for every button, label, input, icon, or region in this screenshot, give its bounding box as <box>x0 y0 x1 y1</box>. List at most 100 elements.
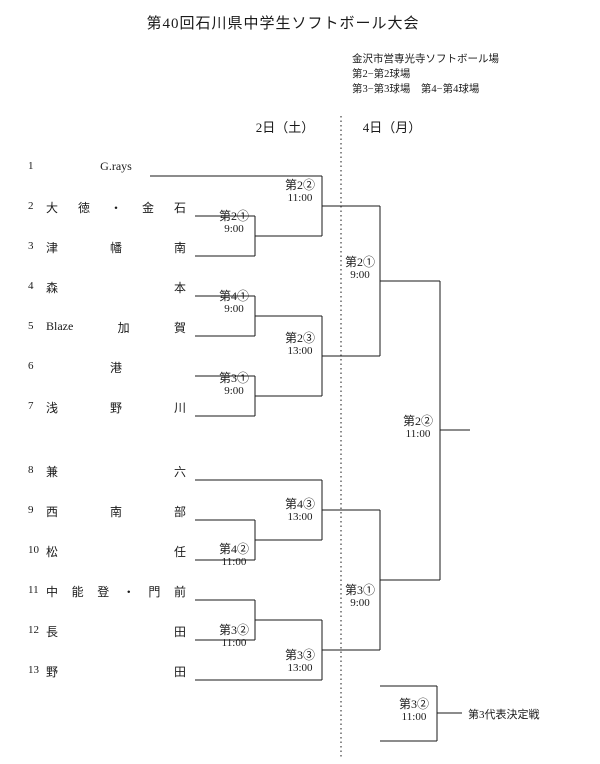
match-label: 第2② 11:00 <box>278 179 322 205</box>
team-row-2: 2 大徳・金石 <box>0 199 200 215</box>
match-label: 第4② 11:00 <box>212 543 256 569</box>
team-row-4: 4 森本 <box>0 279 200 295</box>
match-connector-d2-3-1 <box>195 375 322 417</box>
team-row-1: 1 G.rays <box>0 159 200 174</box>
team-number: 11 <box>28 584 39 596</box>
team-number: 13 <box>28 664 39 676</box>
match-time: 9:00 <box>224 385 244 397</box>
team-number: 5 <box>28 320 34 332</box>
match-time: 11:00 <box>401 711 427 723</box>
match-name: 第4③ <box>284 497 315 511</box>
team-name: 野田 <box>46 665 186 679</box>
match-time: 13:00 <box>287 345 313 357</box>
match-connector-d2-2-1 <box>195 215 322 257</box>
match-label: 第2② 11:00 <box>396 415 440 441</box>
team-number: 6 <box>28 360 34 372</box>
match-name: 第4② <box>218 542 249 556</box>
match-time: 13:00 <box>287 662 313 674</box>
match-label: 第2③ 13:00 <box>278 332 322 358</box>
match-label: 第3① 9:00 <box>212 372 256 398</box>
team-number: 1 <box>28 160 34 172</box>
team-number: 3 <box>28 240 34 252</box>
match-name: 第2① <box>344 255 375 269</box>
match-name: 第3① <box>218 371 249 385</box>
team-row-8: 8 兼六 <box>0 463 200 479</box>
match-connector-d2-3-2 <box>195 599 322 641</box>
match-connector-third-place <box>380 685 462 742</box>
match-label: 第3② 11:00 <box>392 698 436 724</box>
team-name: 中能登・門前 <box>46 585 186 599</box>
day2-header: 2日（土） <box>255 120 315 135</box>
match-time: 9:00 <box>350 597 370 609</box>
match-connector-d2-4-1 <box>195 295 322 337</box>
team-number: 4 <box>28 280 34 292</box>
team-number: 9 <box>28 504 34 516</box>
team-row-12: 12 長田 <box>0 623 200 639</box>
team-name: 森本 <box>46 281 186 295</box>
match-label: 第2① 9:00 <box>212 210 256 236</box>
team-number: 7 <box>28 400 34 412</box>
match-name: 第4① <box>218 289 249 303</box>
match-time: 13:00 <box>287 511 313 523</box>
team-number: 10 <box>28 544 39 556</box>
match-label: 第4① 9:00 <box>212 290 256 316</box>
venue-line-2: 第2−第2球場 <box>352 69 411 80</box>
team-name: 浅野川 <box>46 401 186 415</box>
team-name: 長田 <box>46 625 186 639</box>
team-name: 津幡南 <box>46 241 186 255</box>
team-name: 松任 <box>46 545 186 559</box>
match-time: 11:00 <box>405 428 431 440</box>
match-label: 第3② 11:00 <box>212 624 256 650</box>
match-name: 第2③ <box>284 331 315 345</box>
team-number: 2 <box>28 200 34 212</box>
match-connector-d4-2-1 <box>379 206 440 356</box>
venue-line-3: 第3−第3球場 第4−第4球場 <box>352 84 480 95</box>
match-label: 第3① 9:00 <box>338 584 382 610</box>
match-connector-d2-2-3 <box>321 316 380 396</box>
match-time: 9:00 <box>224 223 244 235</box>
team-name: G.rays <box>100 159 132 173</box>
match-connector-d2-4-3 <box>195 479 380 540</box>
team-number: 12 <box>28 624 39 636</box>
match-time: 11:00 <box>221 556 247 568</box>
team-name: 西南部 <box>46 505 186 519</box>
venue-info: 金沢市営専光寺ソフトボール場 第2−第2球場 第3−第3球場 第4−第4球場 <box>352 52 499 97</box>
match-label: 第4③ 13:00 <box>278 498 322 524</box>
match-connector-d2-3-3 <box>195 620 380 681</box>
match-connector-d2-2-2 <box>150 175 380 236</box>
match-name: 第3① <box>344 583 375 597</box>
match-name: 第2① <box>218 209 249 223</box>
match-time: 9:00 <box>224 303 244 315</box>
match-name: 第2② <box>284 178 315 192</box>
venue-line-1: 金沢市営専光寺ソフトボール場 <box>352 54 499 65</box>
match-time: 11:00 <box>287 192 313 204</box>
match-time: 11:00 <box>221 637 247 649</box>
match-connector-d4-3-1 <box>379 510 440 650</box>
match-name: 第3② <box>218 623 249 637</box>
third-place-decider-label: 第3代表決定戦 <box>468 709 540 721</box>
team-row-9: 9 西南部 <box>0 503 200 519</box>
day4-header: 4日（月） <box>362 120 422 135</box>
team-name: 港 <box>109 361 122 375</box>
match-connector-d2-4-2 <box>195 519 322 561</box>
team-row-10: 10 松任 <box>0 543 200 559</box>
team-number: 8 <box>28 464 34 476</box>
team-row-3: 3 津幡南 <box>0 239 200 255</box>
team-row-7: 7 浅野川 <box>0 399 200 415</box>
team-name: 兼六 <box>46 465 186 479</box>
match-time: 9:00 <box>350 269 370 281</box>
page-title: 第40回石川県中学生ソフトボール大会 <box>146 16 420 32</box>
match-connector-final <box>439 281 470 580</box>
match-label: 第3③ 13:00 <box>278 649 322 675</box>
team-name: 大徳・金石 <box>46 201 186 215</box>
team-row-6: 6 港 <box>0 359 200 375</box>
match-name: 第3② <box>398 697 429 711</box>
team-row-13: 13 野田 <box>0 663 200 679</box>
match-label: 第2① 9:00 <box>338 256 382 282</box>
team-row-11: 11 中能登・門前 <box>0 583 200 599</box>
match-name: 第2② <box>402 414 433 428</box>
